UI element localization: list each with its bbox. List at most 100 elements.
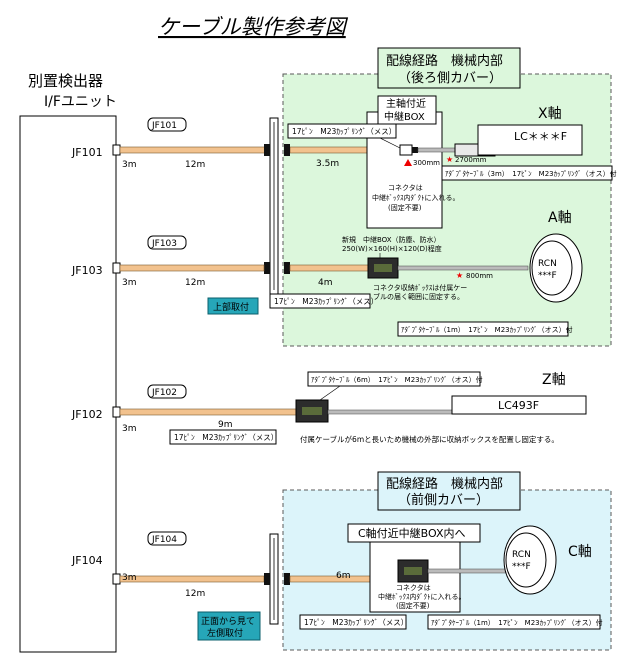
relay-box-subtitle: 中継BOX [384,110,425,123]
jf104-inner-plug [284,573,290,585]
jf102-stub-length: 3m [122,424,137,434]
c-motor-label-2: ***F [512,562,531,572]
z-adapter-label: ｱﾀﾞﾌﾟﾀｹｰﾌﾞﾙ（6m） 17ﾋﾟﾝ M23ｶｯﾌﾟﾘﾝｸﾞ（オス）付 [311,375,483,384]
bracket-top-plug2 [264,262,270,274]
c-adapter-label-box [427,614,601,630]
c-adapter-label: ｱﾀﾞﾌﾟﾀｹｰﾌﾞﾙ（1m） 17ﾋﾟﾝ M23ｶｯﾌﾟﾘﾝｸﾞ（オス）付 [431,618,603,627]
c-female-label-box [299,614,407,630]
relay-box-title-frame [377,95,437,125]
z-axis-label: Z軸 [542,372,566,388]
a-cable-note-2: ブルの届く範囲に固定する。 [373,292,464,301]
unit-subtitle: I/Fユニット [44,94,117,110]
a-female-label-box [269,293,371,309]
jf101-cable-length: 12m [185,160,205,170]
c-note-2: 中継ﾎﾞｯｸｽ内ﾀﾞｸﾄに入れる。 [378,592,466,601]
a-box-note-2: 250(W)×160(H)×120(D)程度 [342,244,442,253]
jf103-tag: JF103 [151,239,177,249]
jf101-inner-plug [284,144,290,156]
star-2700-icon: ★ [446,155,453,164]
jf101-tag: JF101 [151,121,177,131]
a-motor-label-2: ***F [538,271,557,281]
jf103-tag-box [147,235,187,250]
c-note-1: コネクタは [396,583,431,592]
c-motor-face [505,532,547,588]
x-axis-label: X軸 [538,106,562,122]
jf101-stub-length: 3m [122,160,137,170]
rear-zone-subtitle: （後ろ側カバー） [398,71,502,86]
x-adapter-label: ｱﾀﾞﾌﾟﾀｹｰﾌﾞﾙ（3m） 17ﾋﾟﾝ M23ｶｯﾌﾟﾘﾝｸﾞ（オス）付 [445,169,617,178]
jf101-inner-length: 3.5m [316,159,339,169]
page-title: ケーブル製作参考図 [158,15,349,39]
jf102-label: JF102 [71,408,103,421]
front-zone-title-box [377,471,521,511]
star-800-icon: ★ [456,271,463,280]
relay-note-3: (固定不要) [388,203,422,212]
a-adapter-label-box [397,321,569,337]
front-zone-title: 配線経路 機械内部 [386,476,503,492]
marker-300-icon [404,159,412,166]
jf103-port [112,262,121,274]
x-female-label-box [287,123,397,139]
jf101-tag-box [147,117,187,132]
jf103-stub-length: 3m [122,278,137,288]
jf103-inner-plug [284,262,290,274]
x-motor-box [477,124,583,156]
jf104-tag: JF104 [151,535,177,545]
mount-top-callout [207,297,259,315]
x-female-label: 17ﾋﾟﾝ M23ｶｯﾌﾟﾘﾝｸﾞ（メス） [292,127,396,136]
jf102-port [112,406,121,418]
c-axis-label: C軸 [568,544,592,560]
c-relay-box-title: C軸付近中継BOX内へ [358,526,466,540]
jf101-cable [119,146,271,154]
interface-unit-box [19,115,117,653]
jf102-cable [119,408,297,416]
a-female-label: 17ﾋﾟﾝ M23ｶｯﾌﾟﾘﾝｸﾞ（メス） [274,297,378,306]
dist-800: 800mm [466,272,493,280]
z-female-label-box [169,429,277,445]
mount-front-callout [197,611,261,641]
unit-title: 別置検出器 [28,72,103,90]
z-motor-box [451,395,587,415]
jf103-cable-length: 12m [185,278,205,288]
front-zone-subtitle: （前側カバー） [398,492,489,508]
z-junction-connector [302,407,322,415]
a-cable-note-1: コネクタ収納ﾎﾞｯｸｽは付属ケー [373,283,467,292]
jf101-label: JF101 [71,146,103,159]
jf102-cable-length: 9m [218,420,233,430]
jf104-port [112,573,121,585]
relay-box-title: 主軸付近 [386,97,426,110]
a-box-note-1: 新規 中継BOX（防塵、防水） [342,235,441,244]
jf103-inner-length: 4m [318,278,333,288]
c-note-3: (固定不要) [396,601,430,610]
jf102-tag: JF102 [151,388,177,398]
mount-front-text-1: 正面から見て [201,616,255,627]
z-female-label: 17ﾋﾟﾝ M23ｶｯﾌﾟﾘﾝｸﾞ（メス） [174,433,278,442]
x-adapter-label-box [441,165,613,181]
jf103-inner-cable [289,264,369,272]
x-motor-label: LC＊＊＊F [514,130,567,143]
relay-note-2: 中継ﾎﾞｯｸｽ内ﾀﾞｸﾄに入れる。 [372,193,460,202]
jf104-cable-length: 12m [185,589,205,599]
jf104-label: JF104 [71,554,103,567]
jf103-cable [119,264,265,272]
c-motor-label-1: RCN [512,550,531,560]
jf102-tag-box [147,384,187,399]
jf104-inner-length: 6m [336,571,351,581]
jf104-tag-box [147,531,187,546]
mount-top-text: 上部取付 [213,301,249,313]
a-adapter-cable [397,265,529,271]
z-adapter-pointer [319,385,341,401]
rear-zone-title: 配線経路 機械内部 [386,53,503,69]
x-relay-connector [399,144,413,156]
mount-front-text-2: 左側取付 [207,627,243,639]
jf104-cable [119,575,265,583]
a-axis-label: A軸 [548,210,572,226]
dist-300: 300mm [413,159,440,167]
jf104-stub-length: 3m [122,573,137,583]
jf101-port [112,144,121,156]
a-motor-label-1: RCN [538,259,557,269]
z-motor-label: LC493F [498,399,539,412]
a-adapter-label: ｱﾀﾞﾌﾟﾀｹｰﾌﾞﾙ（1m） 17ﾋﾟﾝ M23ｶｯﾌﾟﾘﾝｸﾞ（オス）付 [401,325,573,334]
c-junction-connector [404,567,422,575]
z-adapter-label-box [307,371,481,387]
